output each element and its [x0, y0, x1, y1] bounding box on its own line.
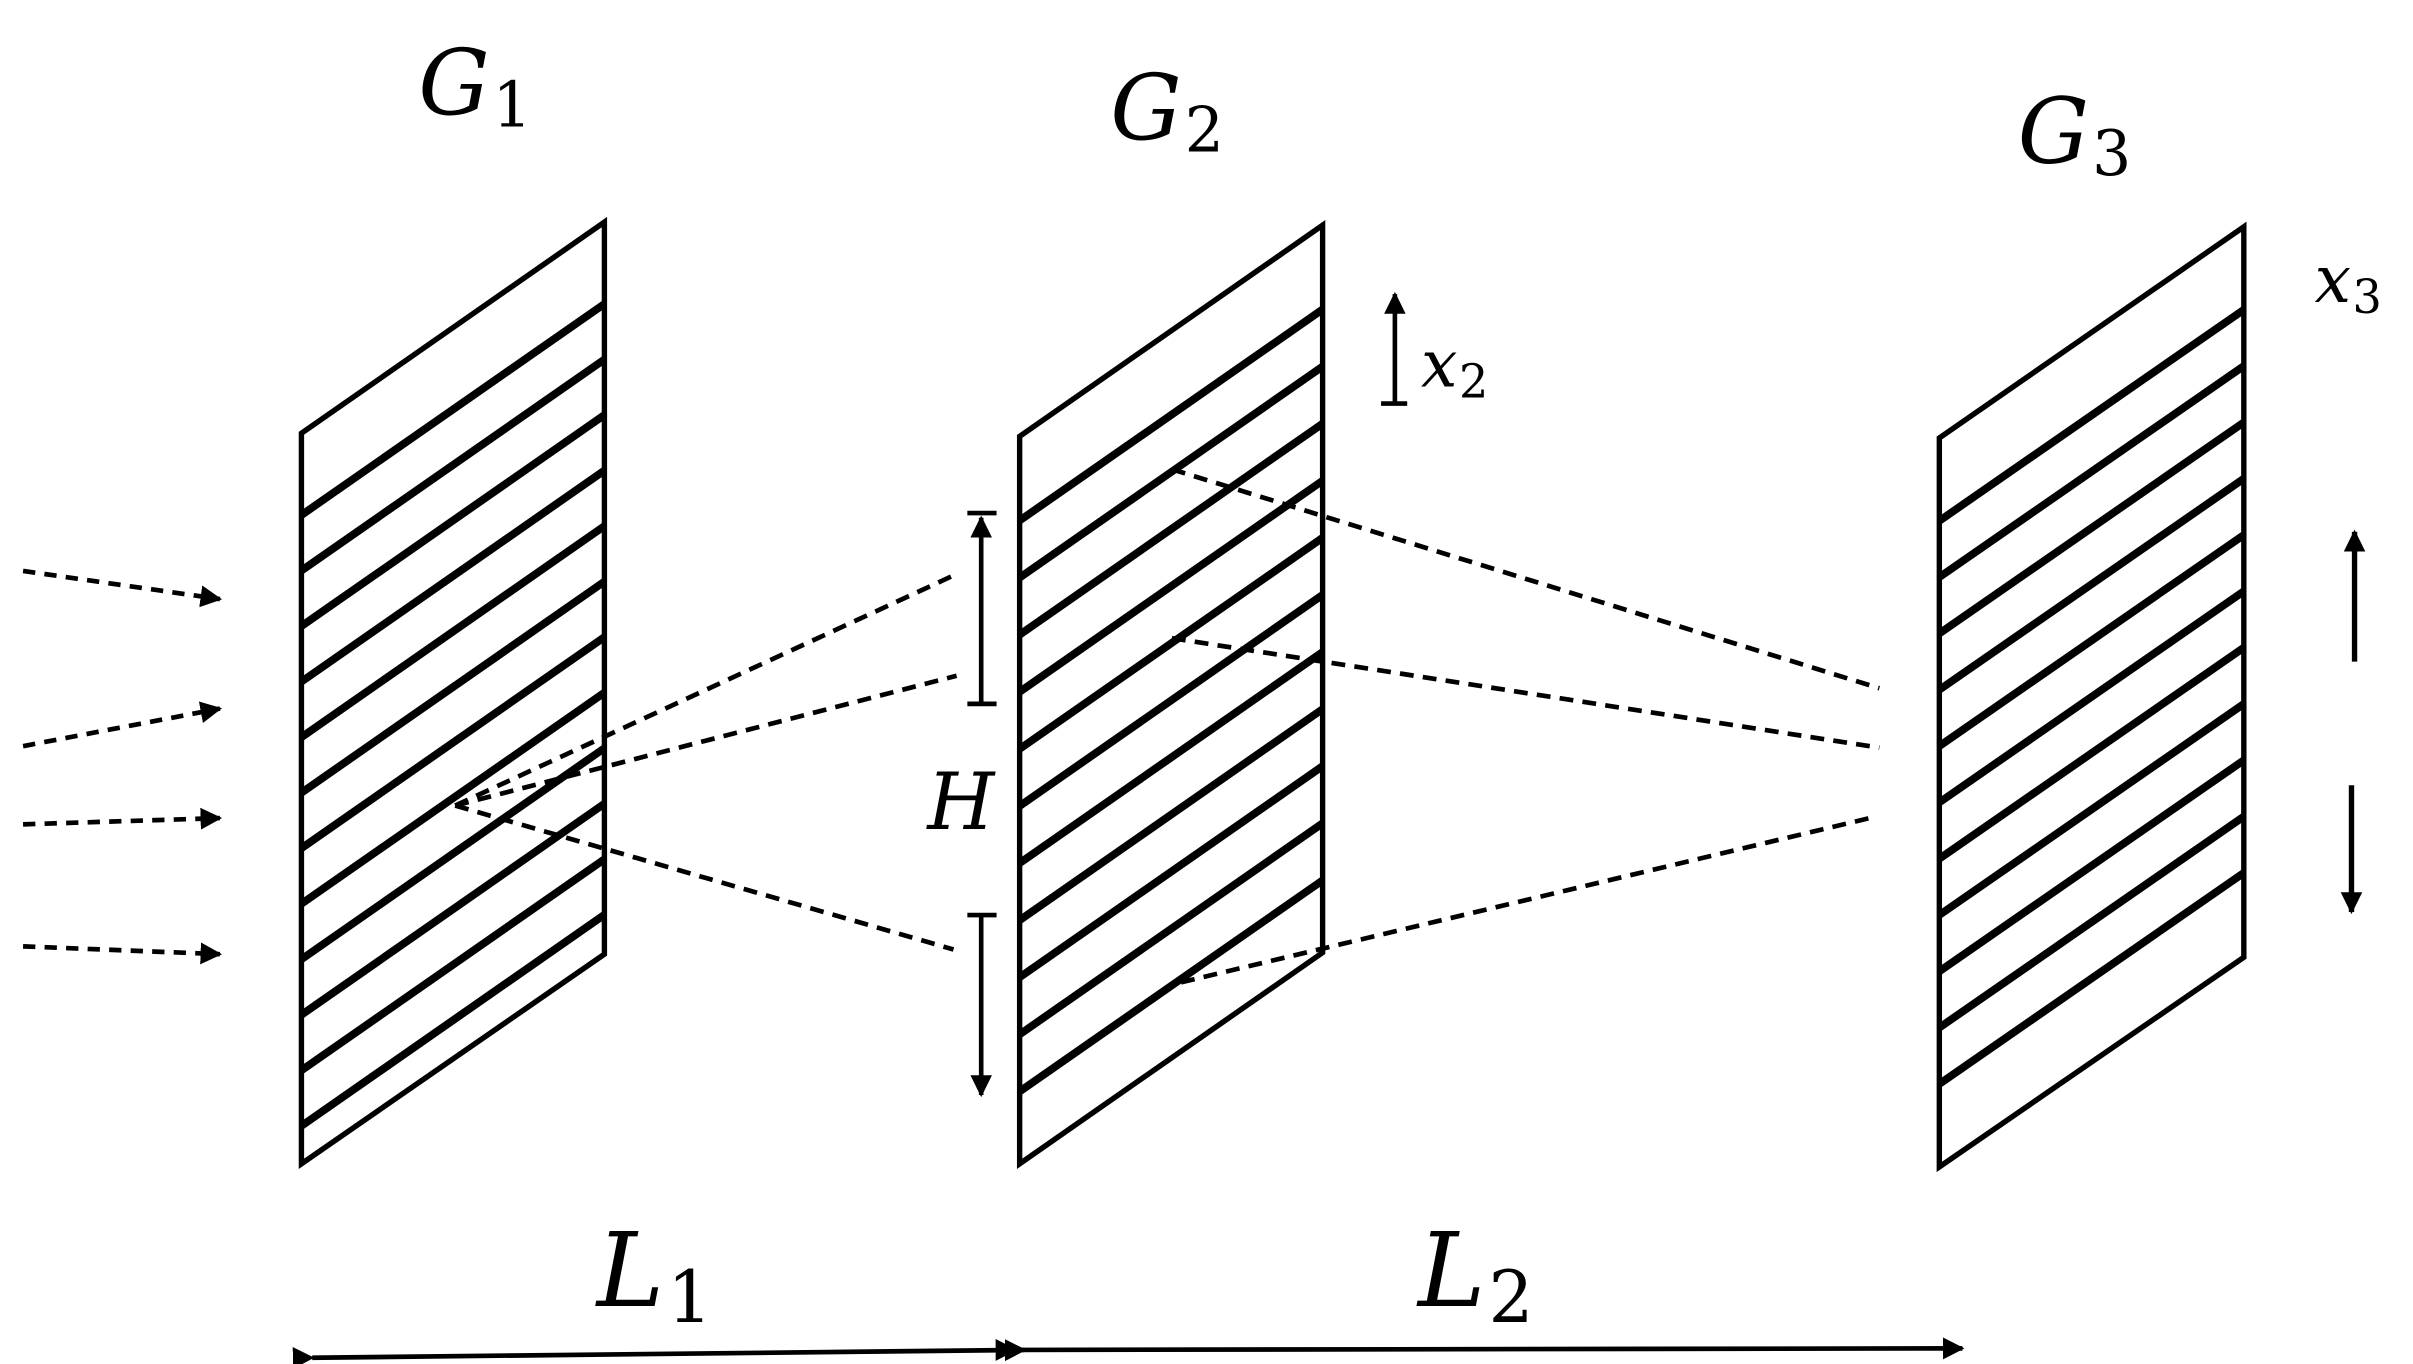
grating-slat [1017, 820, 1325, 1038]
label-g2: G2 [1110, 56, 1223, 167]
x2-arrow [1381, 291, 1408, 406]
grating-g1 [298, 216, 608, 1169]
grating-slat [299, 800, 607, 1019]
grating-slat [1937, 419, 2246, 637]
grating-slat [1937, 813, 2246, 1031]
grating-slat [1937, 531, 2246, 750]
grating-slat [1937, 756, 2246, 975]
grating-slat [1017, 877, 1325, 1095]
label-x2: x2 [1421, 327, 1488, 409]
grating-slat [1017, 477, 1325, 696]
h-dimension [967, 510, 997, 1098]
grating-slat [1937, 588, 2246, 806]
beam-ray [454, 673, 958, 808]
grating-outline [298, 216, 608, 1169]
grating-g3 [1936, 221, 2247, 1173]
grating-slat [1937, 362, 2246, 581]
grating-slat [299, 356, 607, 574]
grating-slat [1937, 644, 2246, 862]
grating-slat [1017, 534, 1325, 753]
grating-outline [1936, 221, 2247, 1173]
beam-ray [1171, 467, 1881, 691]
incident-ray [22, 807, 223, 830]
label-l1: L1 [595, 1211, 712, 1339]
grating-slat [299, 300, 607, 519]
beams-g1-g2 [454, 571, 958, 952]
label-x3: x3 [2315, 242, 2382, 324]
label-l2: L2 [1416, 1211, 1533, 1339]
grating-outline [1016, 220, 1326, 1169]
grating-slat [1937, 700, 2246, 919]
grating-slat [1017, 420, 1325, 638]
beam-ray [454, 803, 955, 952]
grating-slat [299, 467, 607, 685]
l1-arrow [292, 1339, 1027, 1364]
incident-rays [22, 568, 223, 965]
grating-slat [299, 633, 607, 852]
grating-slat [1937, 475, 2246, 694]
l2-arrow [995, 1337, 1965, 1361]
grating-slat [299, 744, 607, 963]
grating-slat [1017, 705, 1325, 924]
beam-ray [1171, 635, 1880, 751]
label-g1: G1 [418, 30, 531, 141]
grating-slat [1017, 762, 1325, 981]
grating-g2 [1016, 220, 1326, 1169]
grating-slat [1937, 306, 2246, 525]
grating-slat [299, 411, 607, 630]
distance-arrows [292, 1337, 1965, 1364]
grating-slat [1937, 869, 2246, 1088]
grating-slat [1017, 648, 1325, 867]
incident-ray [22, 701, 223, 749]
grating-slat [299, 856, 607, 1074]
grating-slat [1017, 363, 1325, 581]
grating-slat [1017, 306, 1325, 524]
incident-ray [22, 568, 223, 608]
grating-slat [299, 522, 607, 741]
grating-slat [299, 578, 607, 796]
beams-g2-g3 [1171, 467, 1881, 985]
beam-ray [1180, 814, 1877, 985]
label-h: H [925, 757, 995, 848]
grating-slat [299, 911, 607, 1130]
incident-ray [22, 942, 223, 965]
grating-slat [299, 689, 607, 908]
grating-slat [1017, 591, 1325, 810]
label-g3: G3 [2018, 79, 2131, 190]
x3-arrows [2340, 529, 2366, 915]
